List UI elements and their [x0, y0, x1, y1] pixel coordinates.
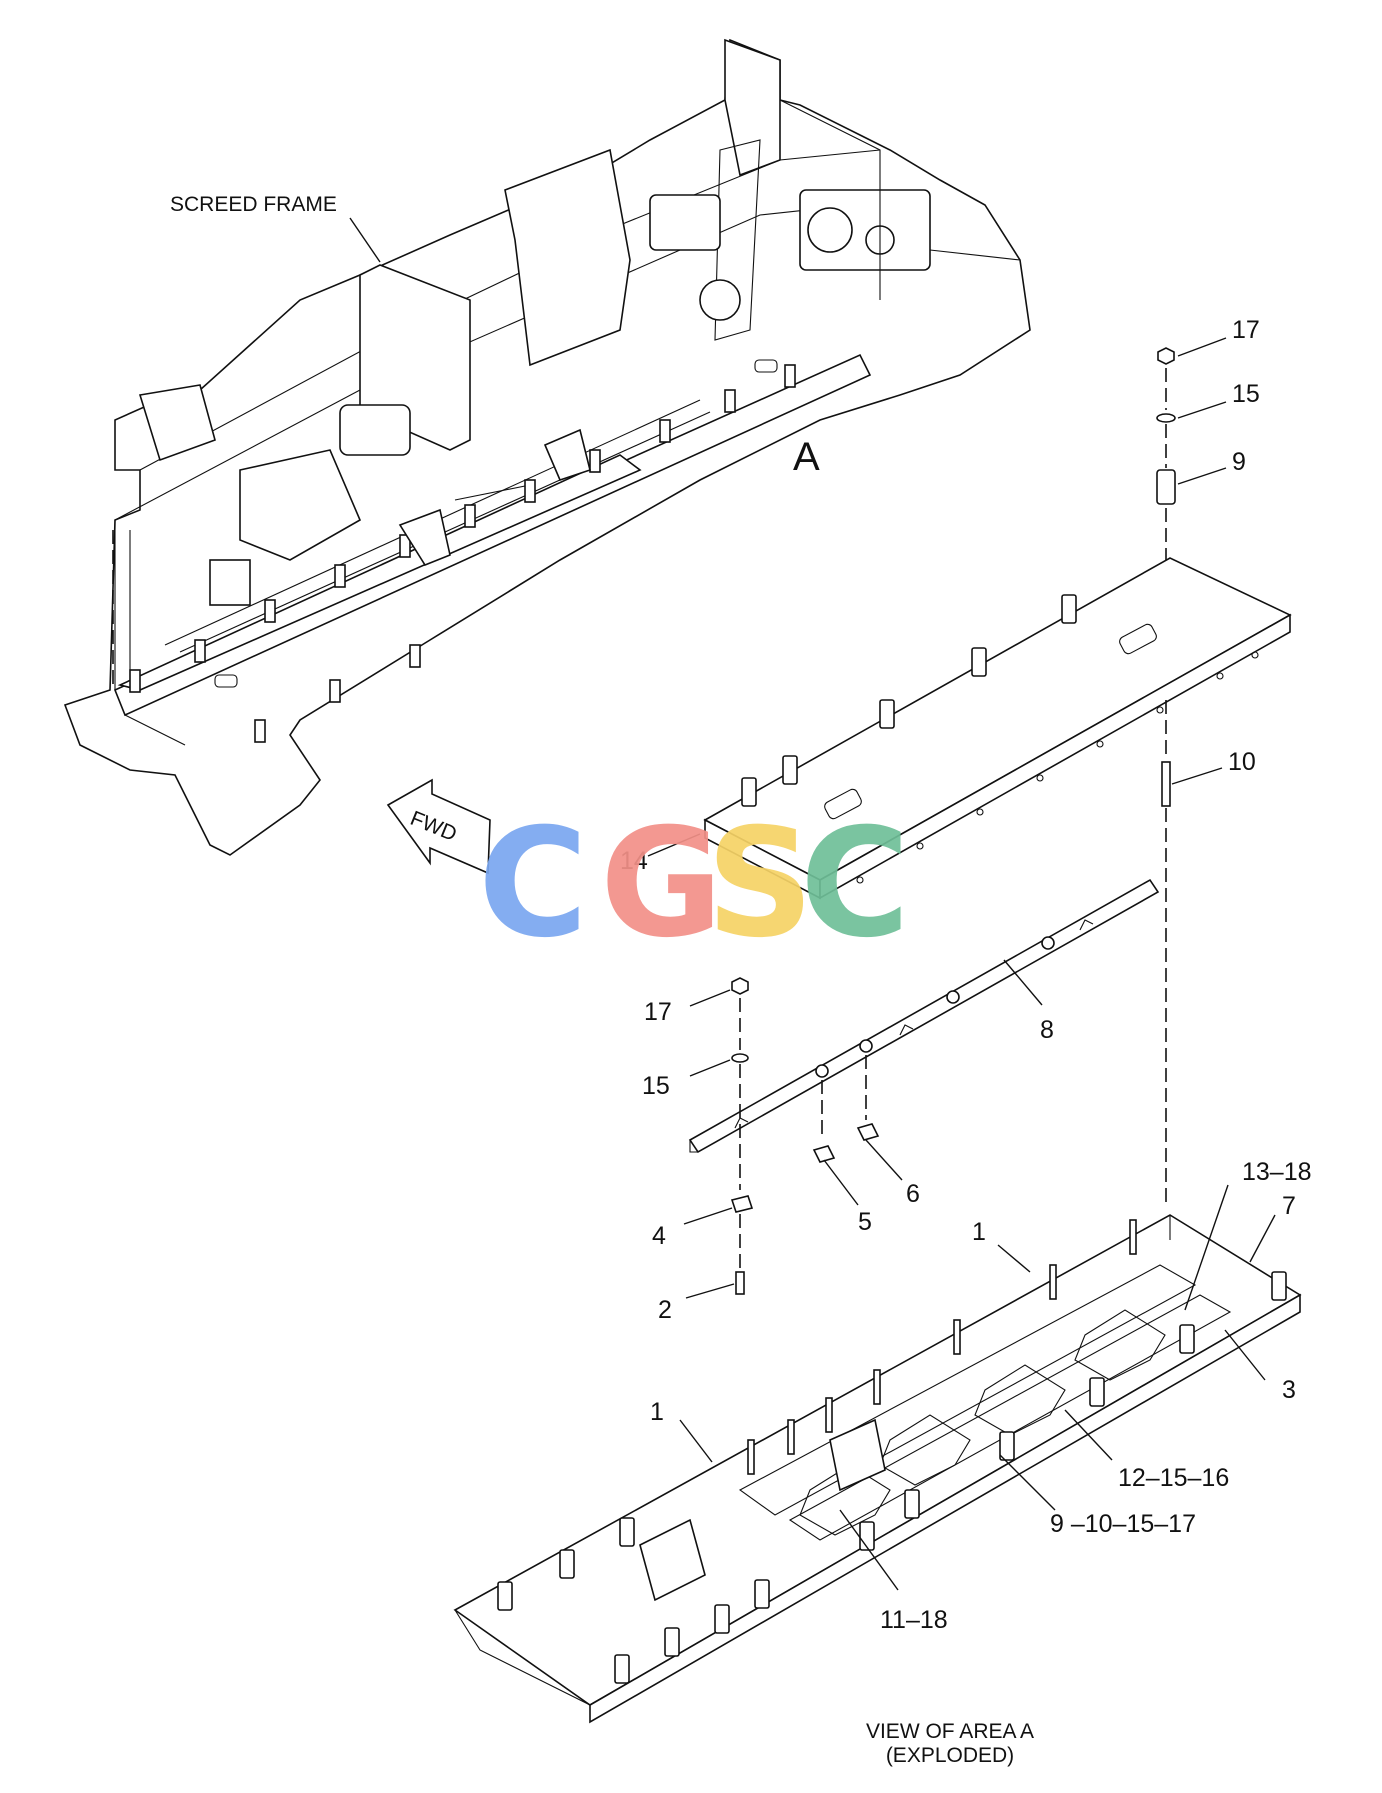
callout-17-top: 17	[1232, 316, 1260, 344]
callout-14: 14	[620, 847, 648, 875]
area-a-label: A	[793, 435, 820, 479]
cgsc-watermark-logo: C G S C	[478, 797, 910, 971]
strip-8	[688, 878, 1160, 1154]
view-caption-line1: VIEW OF AREA A	[866, 1720, 1034, 1743]
callout-12-15-16: 12–15–16	[1118, 1464, 1229, 1492]
callout-6: 6	[906, 1180, 920, 1208]
callout-10: 10	[1228, 748, 1256, 776]
base-plate	[453, 1214, 1302, 1724]
callout-15-top: 15	[1232, 380, 1260, 408]
callout-1-lower: 1	[650, 1398, 664, 1426]
watermark-letter-g: G	[600, 797, 723, 971]
callout-15-left: 15	[642, 1072, 670, 1100]
screed-frame-assembly	[63, 38, 1031, 856]
callout-1-upper: 1	[972, 1218, 986, 1246]
callout-7: 7	[1282, 1192, 1296, 1220]
stud-10	[1161, 700, 1171, 1205]
left-fastener-stack	[730, 977, 754, 1295]
callout-11-18: 11–18	[880, 1606, 948, 1634]
watermark-letter-c1: C	[478, 797, 588, 971]
callout-13-18: 13–18	[1242, 1158, 1312, 1186]
callout-3: 3	[1282, 1376, 1296, 1404]
washers-5-6	[812, 1055, 880, 1163]
callout-5: 5	[858, 1208, 872, 1236]
fwd-arrow: FWD	[386, 778, 491, 875]
watermark-letter-c2: C	[800, 797, 910, 971]
callout-4: 4	[652, 1222, 666, 1250]
cover-plate	[703, 557, 1292, 900]
callout-8: 8	[1040, 1016, 1054, 1044]
callout-17-left: 17	[644, 998, 672, 1026]
top-fastener-stack	[1156, 347, 1176, 560]
watermark-letter-s: S	[706, 797, 814, 971]
callout-2: 2	[658, 1296, 672, 1324]
callout-9-10-15-17: 9 –10–15–17	[1050, 1510, 1196, 1538]
view-caption-line2: (EXPLODED)	[886, 1744, 1014, 1767]
screed-frame-label: SCREED FRAME	[170, 193, 337, 216]
callout-9-top: 9	[1232, 448, 1246, 476]
callout-leaders	[647, 337, 1276, 1591]
